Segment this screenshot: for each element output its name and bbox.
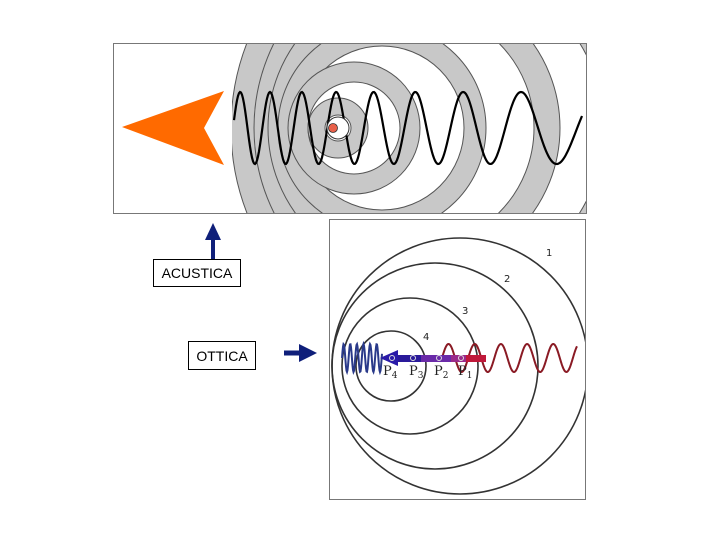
- velocity-bar-seg-2: [421, 355, 451, 362]
- acoustic-label-text: ACUSTICA: [161, 265, 233, 281]
- point-p1-marker: [458, 355, 464, 361]
- sound-source-halo: [326, 116, 350, 140]
- velocity-bar-seg-4: [466, 355, 486, 362]
- point-label-p3: P3: [409, 364, 424, 381]
- circle-label-3: 3: [462, 306, 468, 317]
- circle-label-4: 4: [423, 332, 429, 343]
- circle-label-2: 2: [504, 274, 510, 285]
- blueshift-wave: [341, 340, 383, 376]
- point-p2-marker: [436, 355, 442, 361]
- velocity-bar-seg-1: [395, 355, 421, 362]
- optical-label-text: OTTICA: [196, 347, 248, 364]
- optical-doppler-figure: 1 2 3 4 P4 P3 P2 P1: [331, 237, 585, 495]
- point-label-p4: P4: [383, 364, 398, 381]
- acoustic-label: ACUSTICA: [153, 259, 241, 287]
- optical-label: OTTICA: [188, 341, 256, 370]
- orange-direction-arrow: [122, 91, 224, 165]
- right-arrow-to-optical: [284, 344, 317, 362]
- point-p4-marker: [389, 355, 395, 361]
- acoustic-doppler-panel: [113, 43, 587, 214]
- point-p3-marker: [410, 355, 416, 361]
- wavefront-circle-2: [331, 262, 539, 470]
- wavefront-circle-3: [341, 297, 479, 435]
- compressed-sound-wave: [232, 90, 584, 166]
- sound-source-dot: [328, 123, 338, 133]
- wavefront-circle-4: [355, 330, 427, 402]
- optical-doppler-panel: 1 2 3 4 P4 P3 P2 P1: [329, 219, 586, 500]
- point-label-p1: P1: [458, 364, 472, 381]
- point-label-p2: P2: [434, 364, 448, 381]
- acoustic-doppler-figure: [114, 44, 586, 213]
- redshift-wave: [441, 342, 578, 374]
- circle-label-1: 1: [546, 248, 552, 259]
